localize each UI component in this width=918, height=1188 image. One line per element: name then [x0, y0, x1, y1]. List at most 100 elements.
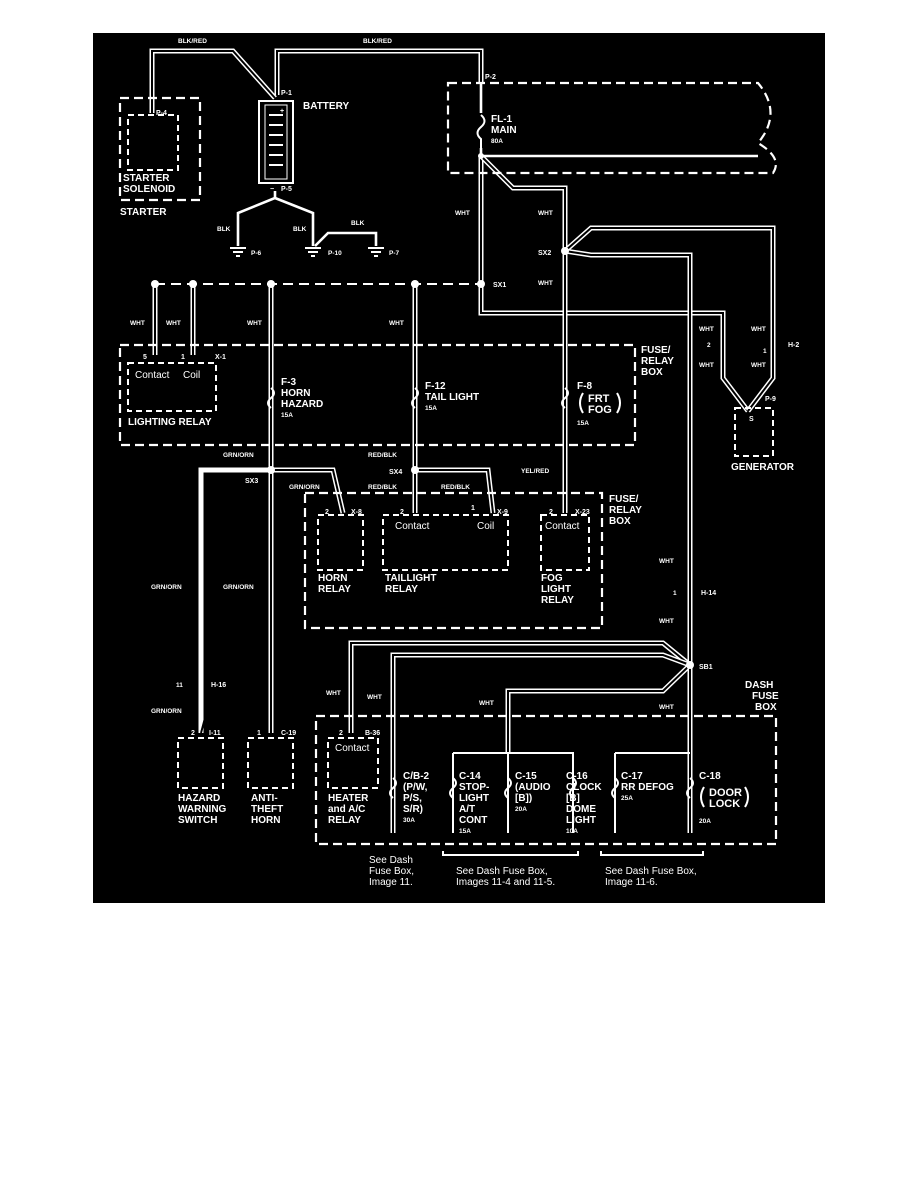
- wire-label-blk-red-2: BLK/RED: [363, 38, 392, 45]
- c14-l3: A/T: [459, 804, 475, 815]
- f12-amps: 15A: [425, 405, 437, 412]
- frb1-line2: RELAY: [641, 356, 674, 367]
- heater-l2: and A/C: [328, 804, 365, 815]
- wiring-diagram: BLK/RED BLK/RED P-1 P-2 BATTERY + − P-4 …: [93, 33, 825, 903]
- hazard-l2: WARNING: [178, 804, 227, 815]
- f3-amps: 15A: [281, 412, 293, 419]
- p10-label: P-10: [328, 250, 342, 257]
- wire-label-wht-4: WHT: [130, 320, 145, 327]
- c15-l1: (AUDIO: [515, 782, 551, 793]
- frb2-line1: FUSE/: [609, 494, 639, 505]
- c15-id: C-15: [515, 771, 537, 782]
- taillight-relay-box: [382, 514, 509, 571]
- frb1-line3: BOX: [641, 367, 663, 378]
- c14-amps: 15A: [459, 828, 471, 835]
- f3-l2: HAZARD: [281, 399, 323, 410]
- tr-pin-1: 1: [471, 505, 475, 512]
- wiring-svg: BLK/RED BLK/RED P-1 P-2 BATTERY + − P-4 …: [118, 38, 799, 888]
- sx2-label: SX2: [538, 250, 551, 257]
- f12-id: F-12: [425, 381, 446, 392]
- dash-fuse-box: [314, 714, 778, 846]
- c18-id: C-18: [699, 771, 721, 782]
- c17-amps: 25A: [621, 795, 633, 802]
- wire-label-wht-6: WHT: [247, 320, 262, 327]
- horn-relay-l1: HORN: [318, 573, 347, 584]
- b36-label: B-36: [365, 730, 380, 737]
- c14-l1: STOP-: [459, 782, 489, 793]
- c15-amps: 20A: [515, 806, 527, 813]
- wire-label-blk-1: BLK: [217, 226, 231, 233]
- taillight-relay-l2: RELAY: [385, 584, 418, 595]
- anti-theft-l3: HORN: [251, 815, 280, 826]
- wire-label-wht-8: WHT: [699, 326, 714, 333]
- c19-pin: 1: [257, 730, 261, 737]
- c18-parens: [700, 786, 749, 808]
- frb2-line3: BOX: [609, 516, 631, 527]
- starter-name-2: SOLENOID: [123, 184, 175, 195]
- wire-label-wht-1: WHT: [455, 210, 470, 217]
- p6-label: P-6: [251, 250, 262, 257]
- note3-a: See Dash Fuse Box,: [605, 866, 697, 877]
- fuse-symbols: [267, 114, 694, 799]
- note3-b: Image 11-6.: [605, 877, 658, 888]
- x1-label: X-1: [215, 354, 226, 361]
- heater-l1: HEATER: [328, 793, 369, 804]
- cb2-id: C/B-2: [403, 771, 430, 782]
- gen-pin-2: 2: [707, 342, 711, 349]
- wire-label-wht-9: WHT: [751, 326, 766, 333]
- c15-l2: [B]): [515, 793, 532, 804]
- cb2-l1: (P/W,: [403, 782, 428, 793]
- component-boxes: [118, 81, 778, 846]
- anti-theft-box: [247, 737, 294, 789]
- heater-contact: Contact: [335, 743, 370, 754]
- f8-l1: FRT: [588, 393, 610, 405]
- battery-label: BATTERY: [303, 101, 349, 112]
- hr-pin-2: 2: [325, 509, 329, 516]
- wire-label-grn-orn-3: GRN/ORN: [151, 584, 182, 591]
- fog-relay-l2: LIGHT: [541, 584, 571, 595]
- wire-label-red-blk-3: RED/BLK: [441, 484, 470, 491]
- wire-label-blk-2: BLK: [293, 226, 307, 233]
- c16-l2: [B]: [566, 793, 580, 804]
- c14-id: C-14: [459, 771, 481, 782]
- note1-c: Image 11.: [369, 877, 413, 888]
- generator-s: S: [749, 416, 754, 423]
- f3-l1: HORN: [281, 388, 310, 399]
- starter-solenoid-box: [127, 114, 179, 171]
- fl1-name: MAIN: [491, 125, 517, 136]
- fog-relay-l1: FOG: [541, 573, 563, 584]
- x8-label: X-8: [351, 509, 362, 516]
- dfb-l1: DASH: [745, 680, 773, 691]
- battery-minus: −: [270, 186, 274, 193]
- f8-amps: 15A: [577, 420, 589, 427]
- tr-coil: Coil: [477, 521, 494, 532]
- wire-label-blk-3: BLK: [351, 220, 365, 227]
- wire-label-grn-orn-2: GRN/ORN: [289, 484, 320, 491]
- tr-pin-2: 2: [400, 509, 404, 516]
- note2-a: See Dash Fuse Box,: [456, 866, 548, 877]
- fuse-relay-box-1: [118, 343, 637, 447]
- wire-label-wht-10: WHT: [699, 362, 714, 369]
- hazard-switch-box: [177, 737, 224, 789]
- h2-label: H-2: [788, 342, 799, 349]
- f8-id: F-8: [577, 381, 592, 392]
- sx1-label: SX1: [493, 282, 506, 289]
- c14-l2: LIGHT: [459, 793, 489, 804]
- lr-contact: Contact: [135, 370, 170, 381]
- horn-relay-box: [317, 514, 364, 571]
- f8-l2: FOG: [588, 404, 612, 416]
- c17-l1: RR DEFOG: [621, 782, 674, 793]
- fuse-relay-box-2: [303, 491, 604, 630]
- wire-label-wht-16: WHT: [479, 700, 494, 707]
- hazard-l1: HAZARD: [178, 793, 220, 804]
- c18-l2: LOCK: [709, 798, 740, 810]
- cb2-l3: S/R): [403, 804, 423, 815]
- wire-label-wht-7: WHT: [389, 320, 404, 327]
- f3-id: F-3: [281, 377, 296, 388]
- tr-contact: Contact: [395, 521, 430, 532]
- c16-amps: 10A: [566, 828, 578, 835]
- cb2-amps: 30A: [403, 817, 415, 824]
- fog-relay-box: [540, 514, 590, 571]
- fl1-box: [446, 81, 777, 175]
- c16-l4: LIGHT: [566, 815, 596, 826]
